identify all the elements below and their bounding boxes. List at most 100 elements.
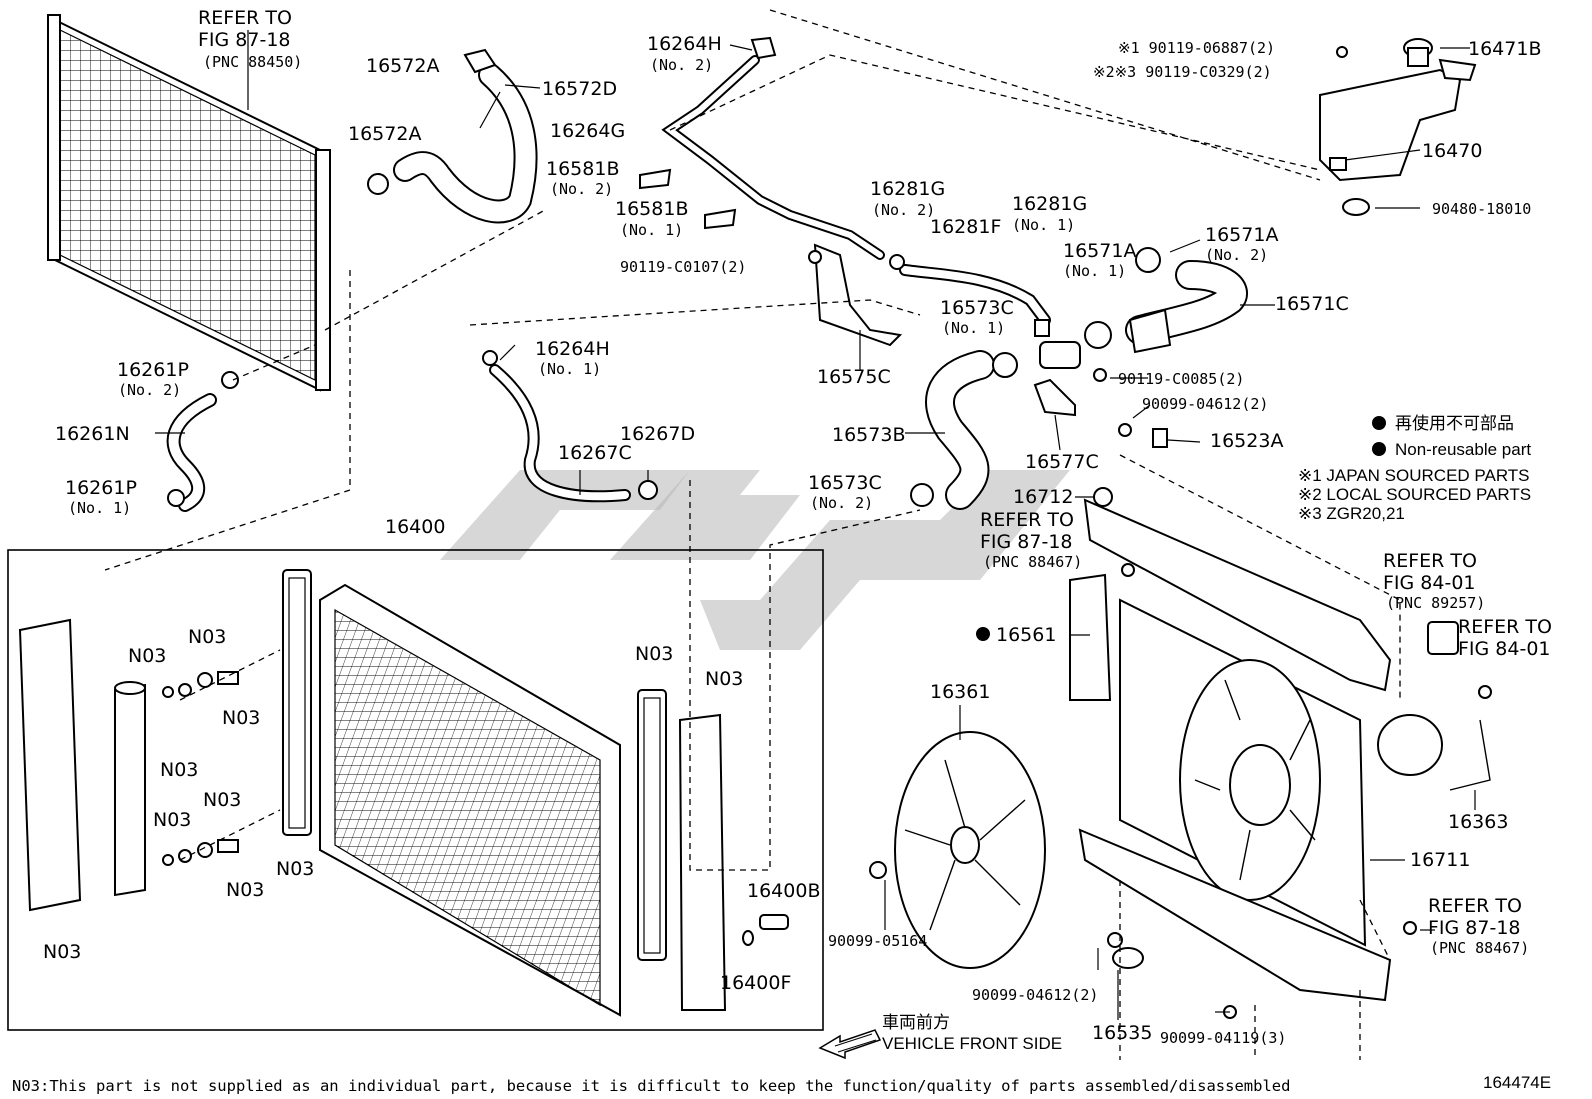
part-label: 16561 <box>996 624 1056 646</box>
front-jp: 車両前方 <box>882 1013 950 1032</box>
part-label: (No. 2) <box>118 381 181 399</box>
part-label: 16571A <box>1063 240 1136 262</box>
part-label: ※2※3 90119-C0329(2) <box>1093 63 1272 81</box>
radiator-core-illustration <box>18 569 789 1017</box>
legend-jp: 再使用不可部品 <box>1395 413 1514 433</box>
part-label: 16261N <box>55 423 130 445</box>
legend: 再使用不可部品 Non-reusable part ※1 JAPAN SOURC… <box>1298 413 1531 523</box>
hose-16571C <box>1125 260 1248 345</box>
hose-16573B <box>925 350 995 510</box>
refer-label: REFER TO <box>1428 895 1522 917</box>
fan-motor-16363-illustration <box>1377 621 1491 791</box>
part-label: 16572A <box>366 55 439 77</box>
hose-16281F <box>899 264 1051 326</box>
part-label: 16261P <box>117 359 189 381</box>
part-label: (No. 1) <box>942 319 1005 337</box>
part-label: (No. 2) <box>650 56 713 74</box>
part-label: 90480-18010 <box>1432 200 1531 218</box>
front-arrow <box>818 1029 882 1060</box>
part-label: 16581B <box>546 158 619 180</box>
legend-dot-icon <box>1372 442 1386 456</box>
part-label: 16581B <box>615 198 688 220</box>
part-label: 16267C <box>558 442 632 464</box>
n03-label: N03 <box>43 941 81 963</box>
refer-label: REFER TO <box>1383 550 1477 572</box>
radiator-assembly-box <box>7 549 824 1031</box>
fan-16361-illustration <box>869 731 1046 969</box>
footer-note: N03:This part is not supplied as an indi… <box>12 1077 1290 1095</box>
part-label: 16573C <box>808 472 882 494</box>
part-label: 16471B <box>1468 38 1541 60</box>
part-label: (No. 1) <box>1063 262 1126 280</box>
part-label: 90099-04119(3) <box>1160 1029 1286 1047</box>
n03-label: N03 <box>203 789 241 811</box>
n03-label: N03 <box>188 626 226 648</box>
part-label: 16264H <box>647 33 722 55</box>
legend-non-reusable: Non-reusable part <box>1395 440 1531 459</box>
part-label: 16572A <box>348 123 421 145</box>
part-label: 90119-C0107(2) <box>620 258 746 276</box>
part-label: 16267D <box>620 423 695 445</box>
hose-16267C <box>489 364 631 503</box>
refer-label: REFER TO <box>1458 616 1552 638</box>
n03-label: N03 <box>705 668 743 690</box>
part-label: 16523A <box>1210 430 1283 452</box>
part-label: 16400F <box>720 972 791 994</box>
part-label: (No. 1) <box>68 499 131 517</box>
part-label: 16264G <box>550 120 625 142</box>
part-label: 16281G <box>870 178 945 200</box>
part-label: 16573B <box>832 424 905 446</box>
refer-label: FIG 87-18 <box>980 531 1073 553</box>
part-label: 16571A <box>1205 224 1278 246</box>
refer-label: REFER TO <box>980 509 1074 531</box>
clamp-shapes <box>167 36 1172 507</box>
part-label: 16711 <box>1410 849 1470 871</box>
part-label: 16261P <box>65 477 137 499</box>
part-label: 16400 <box>385 516 445 538</box>
diagram-code: 164474E <box>1483 1073 1551 1092</box>
n03-label: N03 <box>153 809 191 831</box>
part-label: 90119-C0085(2) <box>1118 370 1244 388</box>
legend-dot-icon <box>1372 416 1386 430</box>
part-label: 16572D <box>542 78 617 100</box>
bolt-shapes <box>808 46 1492 1019</box>
leader-lines <box>104 9 1476 1060</box>
part-label: (No. 1) <box>620 221 683 239</box>
refer-label: REFER TO <box>198 7 292 29</box>
part-label: 90099-04612(2) <box>972 986 1098 1004</box>
part-label: 16281F <box>930 216 1001 238</box>
part-label: (No. 2) <box>810 494 873 512</box>
refer-label: (PNC 88450) <box>203 53 302 71</box>
hose-16264G <box>661 55 885 260</box>
legend-note: ※1 JAPAN SOURCED PARTS <box>1298 466 1530 485</box>
part-label: 16535 <box>1092 1022 1152 1044</box>
refer-label: (PNC 88467) <box>983 553 1082 571</box>
n03-label: N03 <box>226 879 264 901</box>
part-labels: REFER TO FIG 87-18 (PNC 88450) 16572A 16… <box>43 7 1552 1047</box>
part-label: 90099-04612(2) <box>1142 395 1268 413</box>
hose-16572D <box>393 63 538 224</box>
part-label: 16363 <box>1448 811 1508 833</box>
part-label: 16712 <box>1013 486 1073 508</box>
front-en: VEHICLE FRONT SIDE <box>882 1034 1062 1053</box>
refer-label: (PNC 89257) <box>1386 594 1485 612</box>
legend-note: ※2 LOCAL SOURCED PARTS <box>1298 485 1531 504</box>
part-label: (No. 1) <box>538 360 601 378</box>
part-label: (No. 1) <box>1012 216 1075 234</box>
part-label: 16264H <box>535 338 610 360</box>
part-label: 16571C <box>1275 293 1349 315</box>
part-label: 16575C <box>817 366 891 388</box>
hose-16261N <box>166 393 217 512</box>
n03-label: N03 <box>276 858 314 880</box>
condenser-illustration <box>47 14 331 392</box>
shroud-16711-illustration <box>1069 498 1392 1002</box>
reservoir-tank-illustration <box>1319 38 1477 216</box>
part-label: 16573C <box>940 297 1014 319</box>
legend-note: ※3 ZGR20,21 <box>1298 504 1405 523</box>
part-label: 90099-05164 <box>828 932 927 950</box>
part-label: 16400B <box>747 880 820 902</box>
non-reusable-mark <box>976 627 990 641</box>
refer-label: FIG 87-18 <box>198 29 291 51</box>
n03-label: N03 <box>222 707 260 729</box>
refer-label: FIG 84-01 <box>1383 572 1476 594</box>
